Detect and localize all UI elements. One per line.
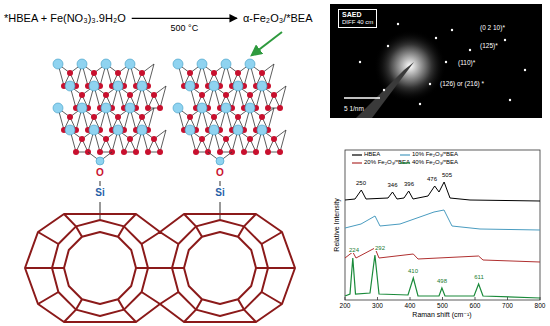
peak-label: 250 <box>355 180 367 186</box>
legend-item: 40% Fe₂O₃/*BEA <box>400 159 458 166</box>
diffraction-spot <box>429 83 431 85</box>
legend-swatch <box>400 160 410 166</box>
ring-link <box>52 226 148 309</box>
outer-ring <box>52 220 148 316</box>
diffraction-spot <box>504 39 506 41</box>
index-label: (126) or (216) * <box>440 80 484 87</box>
tick-label: 200 <box>340 302 351 309</box>
diffraction-spot <box>451 29 453 31</box>
inner-ring <box>64 232 136 304</box>
inner-ring <box>184 232 256 304</box>
pointer-arrow <box>252 32 282 55</box>
zeolite-framework <box>25 214 295 322</box>
spectrum-line <box>345 210 540 230</box>
legend-swatch <box>352 152 362 158</box>
diffraction-spot <box>383 89 385 91</box>
beam-stopper <box>356 62 414 118</box>
index-label: 5 1/nm <box>344 105 364 112</box>
axis-title: Raman shift (cm⁻¹) <box>412 311 471 319</box>
ring-link <box>172 226 268 309</box>
reaction-arrow <box>132 18 237 19</box>
diffraction-spot <box>435 37 437 39</box>
tick-label: 800 <box>535 302 546 309</box>
diffraction-spot <box>445 61 447 63</box>
diffraction-spot <box>419 103 421 105</box>
framework-outline <box>25 214 295 322</box>
tick-label: 600 <box>470 302 481 309</box>
tick-label: 700 <box>502 302 513 309</box>
scale-bar <box>344 97 380 99</box>
diffraction-spot <box>359 61 361 63</box>
legend-swatch <box>352 160 362 166</box>
diffraction-spot <box>509 99 511 101</box>
index-label: (0 2 10)* <box>480 24 505 31</box>
info-text: DIFF 40 cm <box>342 19 373 26</box>
legend-text: 10% Fe₂O₃/*BEA <box>412 151 458 158</box>
diffraction-spot <box>524 69 526 71</box>
formula-text: *HBEA + Fe(NO₃)₃.9H₂O <box>4 12 126 25</box>
peak-label: 224 <box>348 247 360 253</box>
peak-label: 292 <box>374 245 386 251</box>
ring <box>172 220 268 316</box>
legend-text: 40% Fe₂O₃/*BEA <box>412 159 458 166</box>
diffraction-spot <box>397 23 399 25</box>
legend-item: 10% Fe₂O₃/*BEA <box>400 151 458 158</box>
peak-label: 498 <box>436 278 448 284</box>
diffraction-spot <box>469 49 471 51</box>
peak-label: 346 <box>386 182 398 188</box>
diffraction-spot <box>387 45 389 47</box>
legend-line <box>352 162 362 163</box>
iron-atom <box>96 157 104 165</box>
spectrum-line <box>345 182 540 201</box>
legend-line <box>400 162 410 163</box>
legend-swatch <box>400 152 410 158</box>
condition-label: 500 °C <box>171 23 199 33</box>
axis-title: Relative Intensity <box>333 198 341 251</box>
lattice-row <box>65 125 166 155</box>
atom-label: Si <box>95 187 104 199</box>
index-label: (125)* <box>480 42 498 49</box>
tick-label: 300 <box>372 302 383 309</box>
framework-link <box>25 214 295 322</box>
legend-line <box>400 154 410 155</box>
atom-label: O <box>96 167 104 179</box>
product-text: α-Fe₂O₃/*BEA <box>243 12 313 25</box>
legend-text: HBEA <box>364 151 380 158</box>
atom-label: O <box>216 167 224 179</box>
legend-line <box>352 154 362 155</box>
formula-text: α-Fe₂O₃/*BEA <box>243 12 313 25</box>
outer-ring <box>172 220 268 316</box>
iron-atom <box>216 157 224 165</box>
peak-label: 476 <box>426 176 438 182</box>
lattice-row <box>185 125 286 155</box>
saed-panel: (0 2 10)* (125)* (110)* (126) or (216) * 5 1… <box>330 4 542 118</box>
peak-label: 396 <box>403 181 415 187</box>
diffraction-spots <box>359 23 526 105</box>
ring <box>52 220 148 316</box>
info-text: SAED <box>342 11 373 19</box>
reactant-text: *HBEA + Fe(NO₃)₃.9H₂O <box>4 12 126 25</box>
plot-frame <box>345 150 540 300</box>
atom-label: Si <box>215 187 224 199</box>
spectrum-line <box>345 255 540 298</box>
bond-line <box>88 152 232 161</box>
saed-info-box: SAEDDIFF 40 cm <box>338 9 377 28</box>
peak-label: 505 <box>441 172 453 178</box>
legend-item: HBEA <box>352 151 380 158</box>
peak-label: 611 <box>473 274 485 280</box>
index-label: (110)* <box>458 59 475 66</box>
tick-label: 400 <box>405 302 416 309</box>
tick-label: 500 <box>437 302 448 309</box>
peak-label: 410 <box>407 268 419 274</box>
saed-image <box>330 4 542 118</box>
